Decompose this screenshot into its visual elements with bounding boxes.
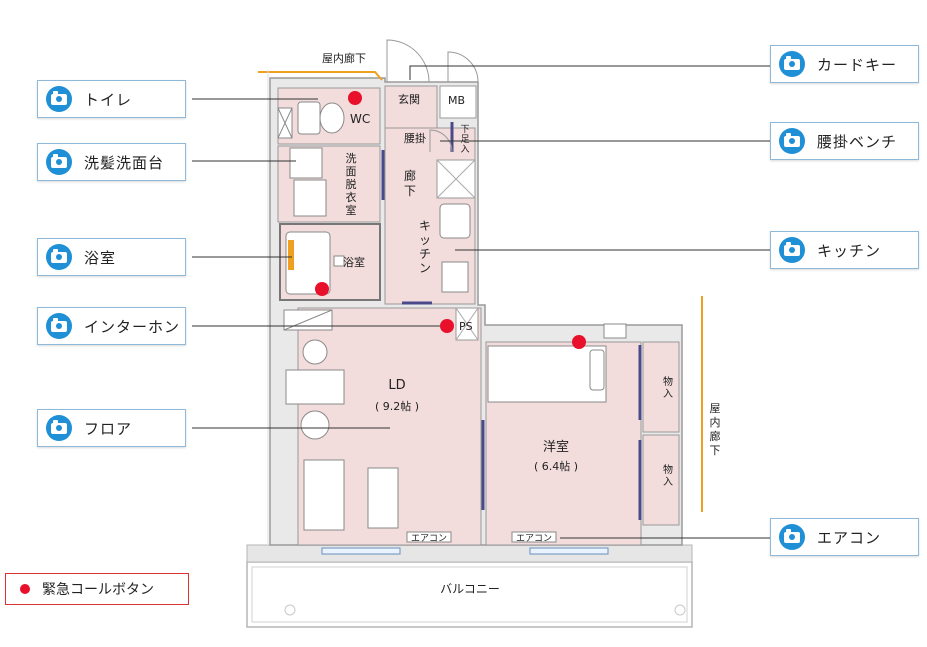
washroom-label-button[interactable]: 洗髪洗面台 — [37, 143, 186, 181]
emergency-button-western — [572, 335, 586, 349]
bath-label-button[interactable]: 浴室 — [37, 238, 186, 276]
plan-wash-2: 面 — [346, 165, 357, 178]
camera-icon — [46, 244, 72, 270]
plan-aircon-2: エアコン — [516, 534, 552, 544]
plan-closet-2b: 入 — [663, 477, 673, 488]
kitchen-label-text: キッチン — [817, 241, 882, 260]
emergency-button-wc — [348, 91, 362, 105]
intercom-label-text: インターホン — [84, 317, 181, 336]
plan-bench: 腰掛 — [404, 131, 426, 145]
aircon-label-button[interactable]: エアコン — [770, 518, 919, 556]
plan-corridor-right-3: 廊 — [710, 429, 721, 443]
plan-closet-1a: 物 — [663, 375, 673, 388]
cardkey-label-button[interactable]: カードキー — [770, 45, 919, 83]
bath-label-text: 浴室 — [84, 248, 117, 267]
plan-entrance: 玄関 — [398, 92, 420, 106]
camera-icon — [46, 415, 72, 441]
emergency-button-bath — [315, 282, 329, 296]
aircon-label-text: エアコン — [817, 528, 882, 547]
plan-aircon-1: エアコン — [411, 534, 447, 544]
plan-corridor-top: 屋内廊下 — [322, 51, 366, 65]
entrance-room — [384, 85, 438, 129]
camera-icon — [779, 524, 805, 550]
camera-icon — [46, 313, 72, 339]
plan-hall-1: 廊 — [404, 168, 416, 183]
plan-hall-2: 下 — [404, 184, 416, 198]
plan-corridor-right-2: 内 — [710, 415, 721, 429]
plan-shoe-1: 下 — [460, 125, 469, 135]
plan-kitchen-3: チ — [419, 247, 431, 261]
plan-corridor-right-1: 屋 — [710, 402, 721, 415]
plan-corridor-right-4: 下 — [710, 444, 721, 457]
plan-wash-5: 室 — [346, 203, 357, 217]
plan-shoe-3: 入 — [460, 144, 469, 155]
plan-bath: 浴室 — [343, 255, 365, 269]
bench-label-button[interactable]: 腰掛ベンチ — [770, 122, 919, 160]
plan-western-size: ( 6.4帖 ) — [534, 460, 578, 473]
plan-wash-3: 脱 — [346, 177, 357, 191]
floor-label-text: フロア — [84, 419, 133, 438]
plan-ld: LD — [388, 378, 405, 393]
plan-kitchen-2: ッ — [419, 233, 431, 247]
emergency-button-ld — [440, 319, 454, 333]
emergency-call-legend: 緊急コールボタン — [5, 573, 189, 605]
closet-2 — [642, 434, 680, 526]
plan-wash-1: 洗 — [346, 152, 357, 165]
plan-shoe-2: 足 — [460, 134, 469, 145]
camera-icon — [779, 237, 805, 263]
plan-kitchen-4: ン — [419, 261, 431, 275]
plan-kitchen-1: キ — [419, 219, 431, 233]
plan-labels: 屋内廊下 玄関 MB 腰掛 下 足 入 WC 洗 面 脱 衣 室 廊 下 キ ッ… — [322, 51, 721, 596]
camera-icon — [46, 86, 72, 112]
kitchen-label-button[interactable]: キッチン — [770, 231, 919, 269]
doors — [386, 39, 479, 153]
intercom-label-button[interactable]: インターホン — [37, 307, 186, 345]
plan-closet-2a: 物 — [663, 463, 673, 476]
camera-icon — [779, 128, 805, 154]
emergency-dot-icon — [20, 584, 30, 594]
plan-closet-1b: 入 — [663, 389, 673, 400]
leader-lines — [192, 65, 770, 539]
plan-ld-size: ( 9.2帖 ) — [375, 400, 419, 413]
washroom-label-text: 洗髪洗面台 — [84, 153, 165, 172]
plan-balcony: バルコニー — [440, 582, 500, 596]
floor-label-button[interactable]: フロア — [37, 409, 186, 447]
legend-text: 緊急コールボタン — [42, 582, 154, 598]
bench-label-text: 腰掛ベンチ — [817, 132, 898, 151]
toilet-label-button[interactable]: トイレ — [37, 80, 186, 118]
plan-mb: MB — [448, 94, 465, 107]
fixtures — [277, 101, 642, 543]
balcony — [246, 544, 693, 628]
cardkey-label-text: カードキー — [817, 55, 898, 74]
plan-western: 洋室 — [543, 439, 569, 455]
closet-1 — [642, 341, 680, 433]
plan-wc: WC — [350, 112, 370, 126]
emergency-buttons — [315, 91, 586, 349]
plan-wash-4: 衣 — [346, 190, 357, 204]
toilet-label-text: トイレ — [84, 90, 133, 109]
plan-ps: PS — [459, 320, 473, 333]
camera-icon — [46, 149, 72, 175]
mb-box — [439, 85, 477, 119]
corridor-lines — [258, 70, 703, 545]
camera-icon — [779, 51, 805, 77]
